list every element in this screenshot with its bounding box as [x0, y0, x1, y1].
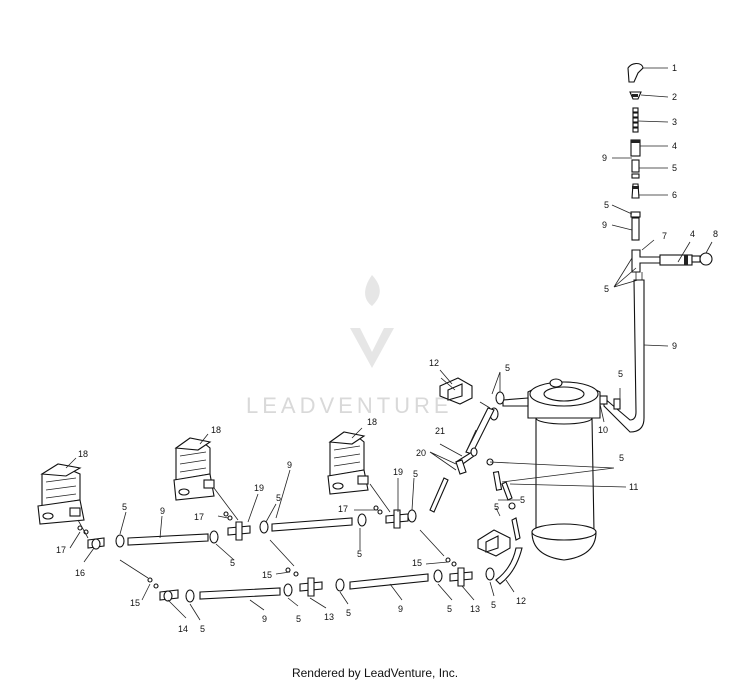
callout-5: 5 [296, 614, 301, 624]
callout-2: 2 [672, 92, 677, 102]
callout-5: 5 [672, 163, 677, 173]
watermark-text: LEADVENTURE [246, 393, 453, 418]
callout-4: 4 [690, 229, 695, 239]
bracket-12-bottom [477, 529, 523, 585]
tank-top-fittings [465, 391, 505, 455]
pump-18-right [327, 431, 369, 495]
hose-9-a [127, 533, 209, 546]
callout-18: 18 [367, 417, 377, 427]
callout-16: 16 [75, 568, 85, 578]
callout-15: 15 [130, 598, 140, 608]
spring-3 [632, 107, 639, 133]
callout-18: 18 [211, 425, 221, 435]
callout-5: 5 [505, 363, 510, 373]
callout-9: 9 [602, 153, 607, 163]
tank-outlet [502, 397, 529, 407]
callout-4: 4 [672, 141, 677, 151]
hose-9-mid [631, 217, 640, 241]
callout-18: 18 [78, 449, 88, 459]
callout-5: 5 [230, 558, 235, 568]
callout-5: 5 [357, 549, 362, 559]
clamp-5-top [631, 173, 640, 179]
upper-nozzle-assembly [594, 62, 713, 433]
callout-5: 5 [122, 502, 127, 512]
callout-5: 5 [604, 284, 609, 294]
callout-labels: 1 2 3 4 9 5 6 5 9 7 4 8 5 9 5 10 12 5 21… [56, 63, 718, 634]
callout-5: 5 [618, 369, 623, 379]
tank-cap [549, 378, 563, 388]
callout-13: 13 [470, 604, 480, 614]
callout-8: 8 [713, 229, 718, 239]
callout-9: 9 [672, 341, 677, 351]
callout-6: 6 [672, 190, 677, 200]
callout-17: 17 [194, 512, 204, 522]
hose-row-lower [147, 557, 495, 603]
callout-21: 21 [435, 426, 445, 436]
callout-14: 14 [178, 624, 188, 634]
callout-17: 17 [56, 545, 66, 555]
spray-tank [502, 378, 601, 561]
callout-5: 5 [604, 200, 609, 210]
hose-9-d [349, 573, 429, 590]
callout-9: 9 [160, 506, 165, 516]
callout-5: 5 [276, 493, 281, 503]
callout-5: 5 [491, 600, 496, 610]
hose-9-long [603, 279, 645, 433]
callout-1: 1 [672, 63, 677, 73]
callout-10: 10 [598, 425, 608, 435]
footer-credit: Rendered by LeadVenture, Inc. [291, 666, 459, 680]
hose-9-c [199, 587, 281, 600]
pump-18-left [37, 463, 85, 525]
tee-7 [631, 249, 661, 273]
clamp-5 [630, 211, 641, 218]
callout-13: 13 [324, 612, 334, 622]
hose-9-b [271, 517, 353, 532]
callout-7: 7 [662, 231, 667, 241]
callout-5: 5 [346, 608, 351, 618]
pump-18-center [173, 437, 215, 501]
callout-20: 20 [416, 448, 426, 458]
leadventure-watermark: LEADVENTURE [246, 275, 453, 418]
hose-row-upper [77, 505, 417, 550]
callout-9: 9 [602, 220, 607, 230]
nozzle-elbow-1 [627, 62, 644, 83]
connection-lines [77, 401, 491, 579]
callout-15: 15 [262, 570, 272, 580]
callout-5: 5 [619, 453, 624, 463]
tank-body [535, 417, 595, 533]
callout-5: 5 [200, 624, 205, 634]
tee-fitting-20 [455, 447, 478, 475]
callout-5: 5 [520, 495, 525, 505]
callout-3: 3 [672, 117, 677, 127]
callout-11: 11 [629, 482, 638, 492]
callout-15: 15 [412, 558, 422, 568]
small-hoses-11 [429, 458, 521, 541]
hose-9-top [631, 159, 640, 173]
callout-19: 19 [254, 483, 264, 493]
leader-lines [65, 67, 713, 621]
callout-9: 9 [287, 460, 292, 470]
callout-17: 17 [338, 504, 348, 514]
callout-12: 12 [516, 596, 526, 606]
callout-5: 5 [413, 469, 418, 479]
callout-9: 9 [262, 614, 267, 624]
callout-19: 19 [393, 467, 403, 477]
bracket-12-top [439, 377, 473, 405]
clamp-5-right [613, 398, 621, 410]
callout-5: 5 [494, 502, 499, 512]
callout-12: 12 [429, 358, 439, 368]
knob-8 [699, 252, 713, 266]
callout-9: 9 [398, 604, 403, 614]
callout-5: 5 [447, 604, 452, 614]
